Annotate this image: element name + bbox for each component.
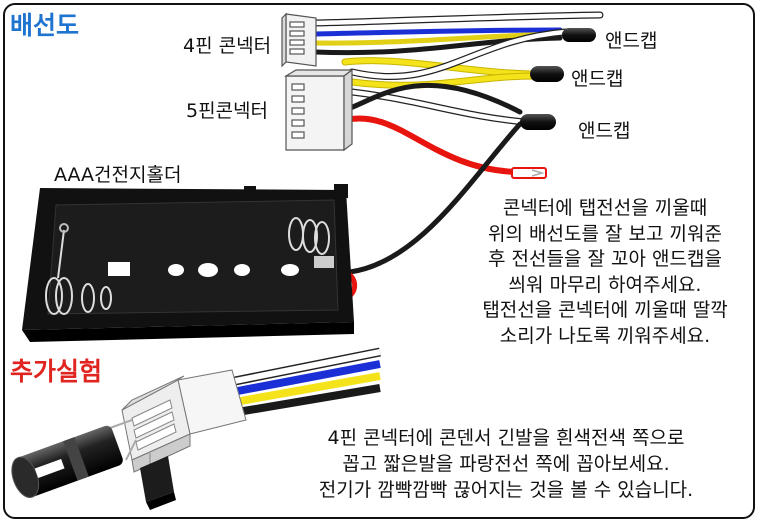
experiment-line: 4핀 콘넥터에 콘덴서 긴발을 흰색전색 쪽으로 xyxy=(327,427,685,449)
instruction-line: 위의 배선도를 잘 보고 끼워준 xyxy=(488,222,722,245)
instruction-line: 씌워 마무리 하여주세요. xyxy=(508,273,702,296)
battery-holder-label: AAA건전지홀더 xyxy=(54,164,182,186)
instruction-line: 후 전선들을 잘 꼬아 앤드캡을 xyxy=(488,248,722,270)
experiment-title: 추가실험 xyxy=(10,357,103,386)
wiring-title: 배선도 xyxy=(10,11,80,40)
instruction-line: 탭전선을 콘넥터에 끼울때 딸깍 xyxy=(482,299,728,321)
experiment-illustration xyxy=(11,347,381,510)
endcap-2 xyxy=(530,66,564,82)
endcap-3 xyxy=(520,114,556,130)
experiment-line: 전기가 깜빡깜빡 끊어지는 것을 볼 수 있습니다. xyxy=(318,479,694,501)
connector-5pin-label: 5핀콘넥터 xyxy=(186,100,269,122)
experiment-line: 꼽고 짧은발을 파랑전선 쪽에 꼽아보세요. xyxy=(342,453,670,475)
connector-4pin-shape xyxy=(281,12,317,68)
battery-holder-shape xyxy=(22,184,354,342)
instruction-line: 소리가 나도록 끼워주세요. xyxy=(499,324,711,347)
experiment-paragraph: 4핀 콘넥터에 콘덴서 긴발을 흰색전색 쪽으로 꼽고 짧은발을 파랑전선 쪽에… xyxy=(266,425,746,503)
endcap-1 xyxy=(562,28,596,42)
endcap-label-1: 앤드캡 xyxy=(605,30,658,52)
connector-5pin-shape xyxy=(283,68,354,152)
endcap-label-2: 앤드캡 xyxy=(571,68,624,90)
red-wire-tip xyxy=(511,167,547,179)
instruction-line: 콘넥터에 탭전선을 끼울때 xyxy=(502,197,708,219)
endcap-label-3: 앤드캡 xyxy=(578,120,631,142)
connector-4pin-label: 4핀 콘넥터 xyxy=(183,35,272,57)
instruction-paragraph: 콘넥터에 탭전선을 끼울때 위의 배선도를 잘 보고 끼워준 후 전선들을 잘 … xyxy=(455,196,755,349)
